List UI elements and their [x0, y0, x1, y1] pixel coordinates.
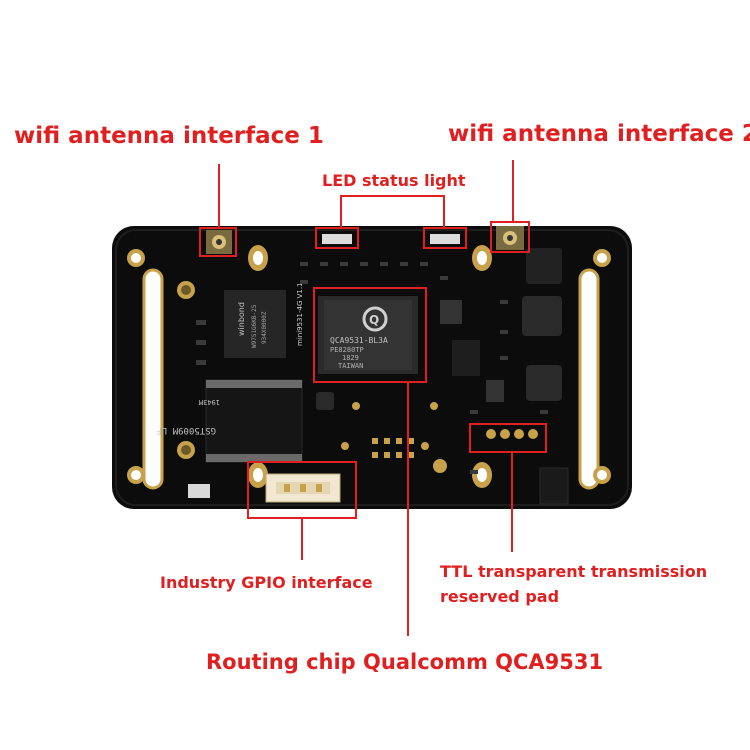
- label-gpio: Industry GPIO interface: [160, 573, 373, 592]
- leader-lines: [218, 160, 514, 636]
- flash-memory-chip: winbond W9751G6KB-25 934X0000Z: [224, 290, 286, 358]
- flash-code-1: W9751G6KB-25: [251, 304, 258, 348]
- label-led-status: LED status light: [322, 171, 466, 190]
- transformer-code: GST5009M LF: [156, 425, 216, 435]
- label-wifi-antenna-1: wifi antenna interface 1: [14, 123, 324, 149]
- mount-slot-right: [578, 268, 600, 490]
- qca9531-chip: Q QCA9531-BL3A PE8280TP 1829 TAIWAN: [318, 296, 418, 374]
- antenna-connector-2: [496, 226, 524, 250]
- chip-logo-text: Q: [369, 313, 379, 327]
- chip-marking-2: PE8280TP: [330, 346, 364, 354]
- flash-code-2: 934X0000Z: [261, 311, 268, 344]
- silkscreen-model: mini9531-4G V1.1: [296, 282, 304, 346]
- gold-pads: [341, 402, 447, 473]
- transformer-date: 1943M: [199, 398, 220, 406]
- chip-marking-4: TAIWAN: [338, 362, 363, 370]
- mounting-hole: [127, 249, 611, 484]
- inductor: [522, 296, 562, 336]
- flash-brand: winbond: [237, 302, 246, 336]
- box-main-chip: [313, 287, 427, 383]
- label-routing-chip: Routing chip Qualcomm QCA9531: [206, 650, 604, 674]
- mount-slot-left: [142, 268, 164, 490]
- smd-components: [196, 262, 548, 474]
- label-wifi-antenna-2: wifi antenna interface 2: [448, 121, 750, 147]
- led-1: [322, 234, 352, 244]
- chip-marking-1: QCA9531-BL3A: [330, 336, 388, 345]
- led-2: [430, 234, 460, 244]
- label-ttl-line1: TTL transparent transmission: [440, 562, 708, 581]
- box-ttl: [469, 423, 547, 453]
- inductor: [526, 365, 562, 401]
- antenna-connector-1: [206, 230, 232, 254]
- box-antenna-2: [490, 221, 530, 253]
- inductor: [526, 248, 562, 284]
- gpio-connector: [265, 473, 341, 503]
- oval-mount-pad: [248, 245, 492, 488]
- label-ttl-line2: reserved pad: [440, 587, 560, 606]
- chip-marking-3: 1829: [342, 354, 359, 362]
- ttl-pads: [486, 429, 538, 439]
- box-led-1: [315, 227, 359, 249]
